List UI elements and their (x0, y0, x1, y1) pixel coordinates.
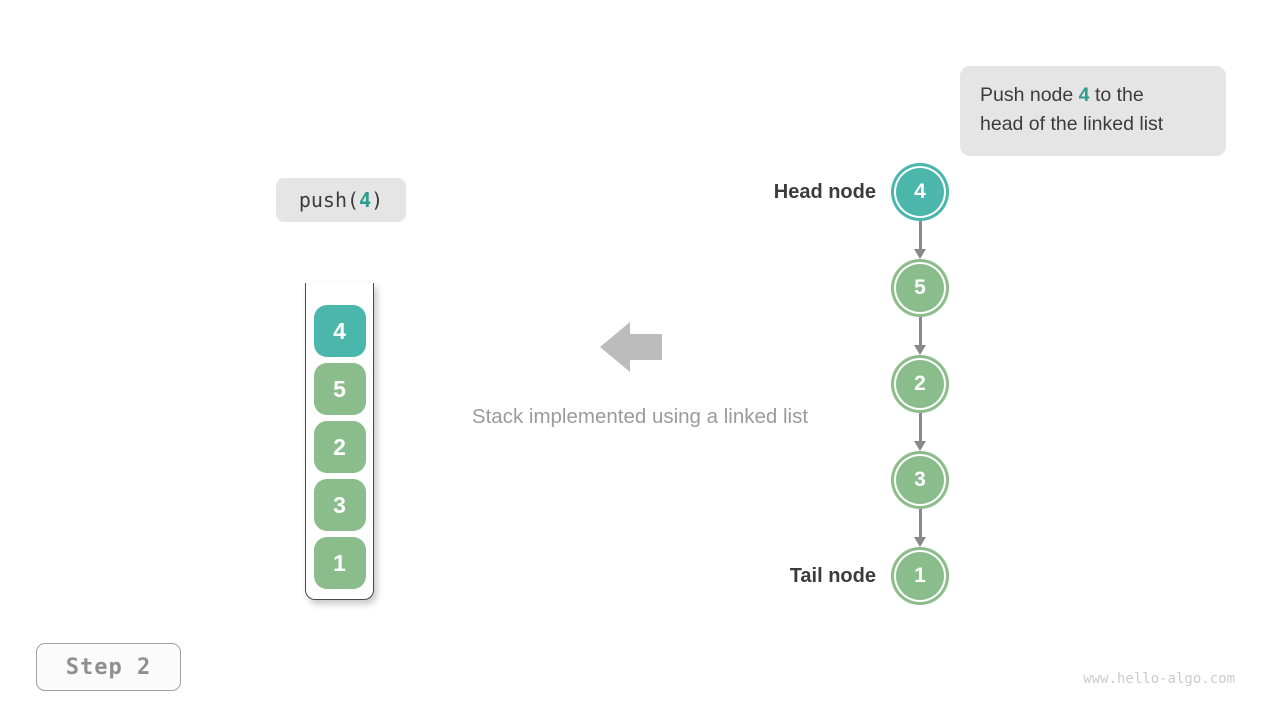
left-block-arrow-icon (600, 322, 662, 372)
stack-cell-3: 3 (313, 479, 366, 531)
watermark: www.hello-algo.com (1083, 671, 1235, 687)
callout-text: Push node (980, 84, 1079, 106)
linked-list-node-0: 4 (891, 163, 949, 221)
linked-list-node-3: 3 (891, 451, 949, 509)
push-description-callout: Push node 4 to the head of the linked li… (960, 66, 1226, 156)
arrow-line (918, 413, 922, 442)
stack-cell-4: 1 (313, 537, 366, 589)
linked-list-node-1: 5 (891, 259, 949, 317)
stack-container: 4 5 2 3 1 (305, 283, 374, 600)
callout-text-line2: head of the linked list (980, 113, 1164, 135)
linked-list-node-4: 1 (891, 547, 949, 605)
push-operation-label: push(4) (276, 178, 406, 222)
arrow-down-icon (912, 413, 928, 451)
operation-text: push( (298, 188, 360, 212)
tail-node-label: Tail node (789, 565, 876, 587)
caption: Stack implemented using a linked list (471, 405, 809, 428)
operation-highlight-value: 4 (359, 188, 372, 212)
arrow-line (918, 509, 922, 538)
arrow-line (918, 221, 922, 250)
stack-cell-2: 2 (313, 421, 366, 473)
arrow-down-icon (912, 509, 928, 547)
head-node-label: Head node (773, 181, 876, 203)
stack-cell-0: 4 (313, 305, 366, 357)
arrow-down-icon (912, 317, 928, 355)
linked-list-node-2: 2 (891, 355, 949, 413)
step-badge: Step 2 (36, 643, 181, 691)
arrow-head (914, 345, 926, 355)
stack-cell-1: 5 (313, 363, 366, 415)
arrow-head (914, 537, 926, 547)
operation-text: ) (371, 188, 384, 212)
arrow-head (914, 441, 926, 451)
callout-text: to the (1089, 84, 1144, 106)
arrow-line (918, 317, 922, 346)
arrow-head (914, 249, 926, 259)
callout-highlight-value: 4 (1078, 84, 1090, 106)
arrow-down-icon (912, 221, 928, 259)
